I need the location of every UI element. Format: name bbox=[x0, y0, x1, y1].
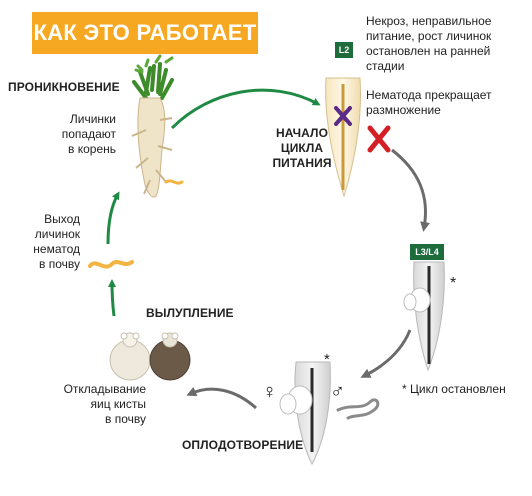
asterisk-fertilization: * bbox=[324, 351, 330, 368]
text-necrosis-line: питание, рост личинок bbox=[366, 29, 492, 43]
root-plant-icon bbox=[131, 54, 184, 198]
larvae-icon bbox=[88, 260, 134, 269]
text-reproduction-line: Нематода прекращает bbox=[366, 88, 492, 102]
heading-hatching: ВЫЛУПЛЕНИЕ bbox=[146, 306, 234, 320]
text-exit-line: нематод bbox=[33, 242, 80, 256]
purple-x-icon bbox=[334, 106, 352, 126]
text-necrosis-line: Некроз, неправильное bbox=[366, 14, 492, 28]
text-laying-line: яиц кисты bbox=[90, 397, 146, 411]
text-exit-line: Выход bbox=[44, 212, 80, 226]
text-penetration-line: Личинки bbox=[69, 112, 116, 126]
text-reproduction-line: размножение bbox=[366, 103, 441, 117]
text-laying: Откладывание яиц кисты в почву bbox=[44, 382, 146, 427]
text-reproduction-stops: Нематода прекращает размножение bbox=[366, 88, 528, 118]
white-cyst-icon bbox=[109, 332, 151, 381]
arrow-exit-to-penetration bbox=[106, 191, 120, 245]
cycle-stopped-note: * Цикл остановлен bbox=[402, 382, 506, 396]
red-x-icon bbox=[367, 125, 391, 153]
text-exit: Выход личинок нематод в почву bbox=[14, 212, 80, 272]
text-exit-line: в почву bbox=[39, 257, 80, 271]
badge-l2: L2 bbox=[335, 42, 353, 58]
male-worm-icon bbox=[336, 398, 380, 420]
page-title: КАК ЭТО РАБОТАЕТ bbox=[32, 12, 258, 54]
asterisk-l3l4: * bbox=[450, 275, 457, 292]
heading-feeding: НАЧАЛО ЦИКЛА ПИТАНИЯ bbox=[272, 126, 332, 171]
text-penetration-line: попадают bbox=[61, 127, 116, 141]
male-symbol: ♂ bbox=[330, 381, 345, 403]
text-necrosis: Некроз, неправильное питание, рост личин… bbox=[366, 14, 528, 74]
brown-cyst-icon bbox=[149, 332, 191, 381]
heading-feeding-line: ПИТАНИЯ bbox=[272, 156, 332, 170]
arrow-penetration-to-feeding bbox=[170, 88, 321, 130]
arrow-feeding-to-l3l4 bbox=[391, 148, 430, 232]
text-laying-line: Откладывание bbox=[63, 382, 146, 396]
heading-fertilization: ОПЛОДОТВОРЕНИЕ bbox=[182, 438, 304, 452]
text-necrosis-line: стадии bbox=[366, 59, 405, 73]
text-exit-line: личинок bbox=[34, 227, 80, 241]
fertilization-root-icon bbox=[279, 361, 331, 466]
text-laying-line: в почву bbox=[105, 412, 146, 426]
text-penetration: Личинки попадают в корень bbox=[44, 112, 116, 157]
text-necrosis-line: остановлен на ранней bbox=[366, 44, 491, 58]
arrow-fertilization-to-laying bbox=[186, 386, 258, 410]
heading-penetration: ПРОНИКНОВЕНИЕ bbox=[8, 80, 120, 94]
female-symbol: ♀ bbox=[262, 381, 277, 403]
arrow-hatching-to-exit bbox=[108, 279, 117, 317]
heading-feeding-line: НАЧАЛО bbox=[275, 126, 329, 140]
text-penetration-line: в корень bbox=[68, 142, 116, 156]
l3l4-root-icon bbox=[403, 261, 445, 372]
arrow-l3l4-to-fertilization bbox=[360, 329, 412, 378]
badge-l3l4: L3/L4 bbox=[410, 244, 444, 260]
heading-feeding-line: ЦИКЛА bbox=[280, 141, 324, 155]
